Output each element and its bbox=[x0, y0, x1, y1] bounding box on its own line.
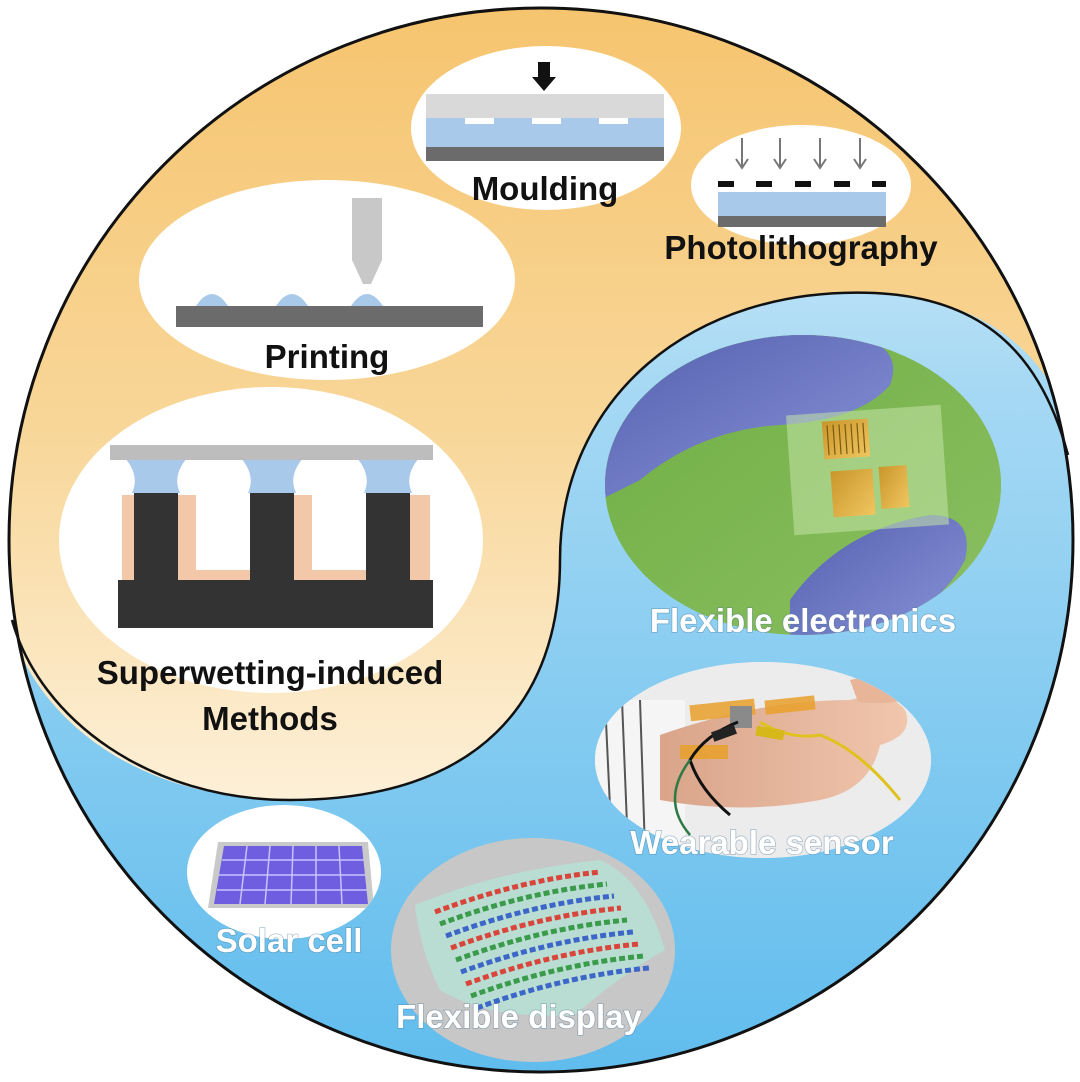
mould-top bbox=[426, 94, 664, 118]
photolithography-illustration: Photolithography bbox=[664, 125, 938, 266]
yellow-clip bbox=[755, 725, 785, 741]
kapton-tape bbox=[764, 695, 816, 715]
green-wire bbox=[673, 759, 692, 836]
print-nozzle bbox=[352, 198, 382, 260]
flexible-electronics-label: Flexible electronics bbox=[650, 602, 956, 639]
light-arrows-icon bbox=[735, 138, 867, 170]
liquid-bridge bbox=[241, 458, 303, 493]
flexible-display-label: Flexible display bbox=[396, 998, 642, 1035]
flexible-electronics-photo bbox=[605, 335, 1001, 635]
moulding-illustration: Moulding bbox=[411, 46, 681, 210]
kapton-tape bbox=[680, 745, 728, 759]
print-nozzle-tip bbox=[352, 260, 382, 284]
wearable-sensor-photo bbox=[595, 662, 931, 858]
divider-curve bbox=[10, 291, 1070, 802]
press-arrow-shaft bbox=[538, 62, 550, 79]
flexible-display-illustration bbox=[391, 838, 675, 1062]
photomask bbox=[718, 181, 886, 187]
liquid-bridge bbox=[357, 458, 419, 493]
black-clip bbox=[711, 724, 737, 742]
superwetting-label-line2: Methods bbox=[202, 700, 338, 737]
moulded-liquid bbox=[426, 118, 664, 147]
photolithography-substrate bbox=[718, 216, 886, 227]
photolithography-label: Photolithography bbox=[664, 229, 938, 266]
photoresist-layer bbox=[718, 192, 886, 216]
printing-substrate bbox=[176, 306, 483, 327]
press-arrow-icon bbox=[532, 77, 556, 91]
moulding-label: Moulding bbox=[472, 170, 619, 207]
gloved-thumb bbox=[790, 515, 967, 635]
wearable-sensor-label: Wearable sensor bbox=[630, 824, 894, 861]
pillar-base bbox=[118, 580, 433, 628]
gold-pad bbox=[878, 465, 910, 509]
gloved-finger bbox=[605, 335, 894, 500]
printing-bubble bbox=[139, 180, 515, 380]
pillar bbox=[366, 493, 410, 581]
printed-droplet bbox=[276, 294, 308, 306]
printed-droplet bbox=[196, 294, 228, 306]
solar-cell-label: Solar cell bbox=[216, 922, 363, 959]
printing-illustration: Printing bbox=[139, 180, 515, 380]
pillar bbox=[134, 493, 178, 581]
superwetting-illustration: Superwetting-induced Methods bbox=[59, 387, 483, 737]
moulding-substrate bbox=[426, 147, 664, 161]
superwetting-label-line1: Superwetting-induced bbox=[97, 654, 444, 691]
top-template bbox=[110, 445, 433, 460]
pillar bbox=[250, 493, 294, 581]
rgb-pixel-array bbox=[434, 869, 650, 1011]
liquid-bridge bbox=[125, 458, 187, 493]
printing-label: Printing bbox=[265, 338, 390, 375]
solar-cell-illustration bbox=[187, 805, 381, 939]
outer-circle bbox=[7, 6, 1075, 1074]
printed-droplet bbox=[351, 294, 383, 306]
gold-pad bbox=[830, 468, 876, 518]
flexible-substrate bbox=[415, 860, 665, 1016]
forearm bbox=[660, 696, 908, 808]
